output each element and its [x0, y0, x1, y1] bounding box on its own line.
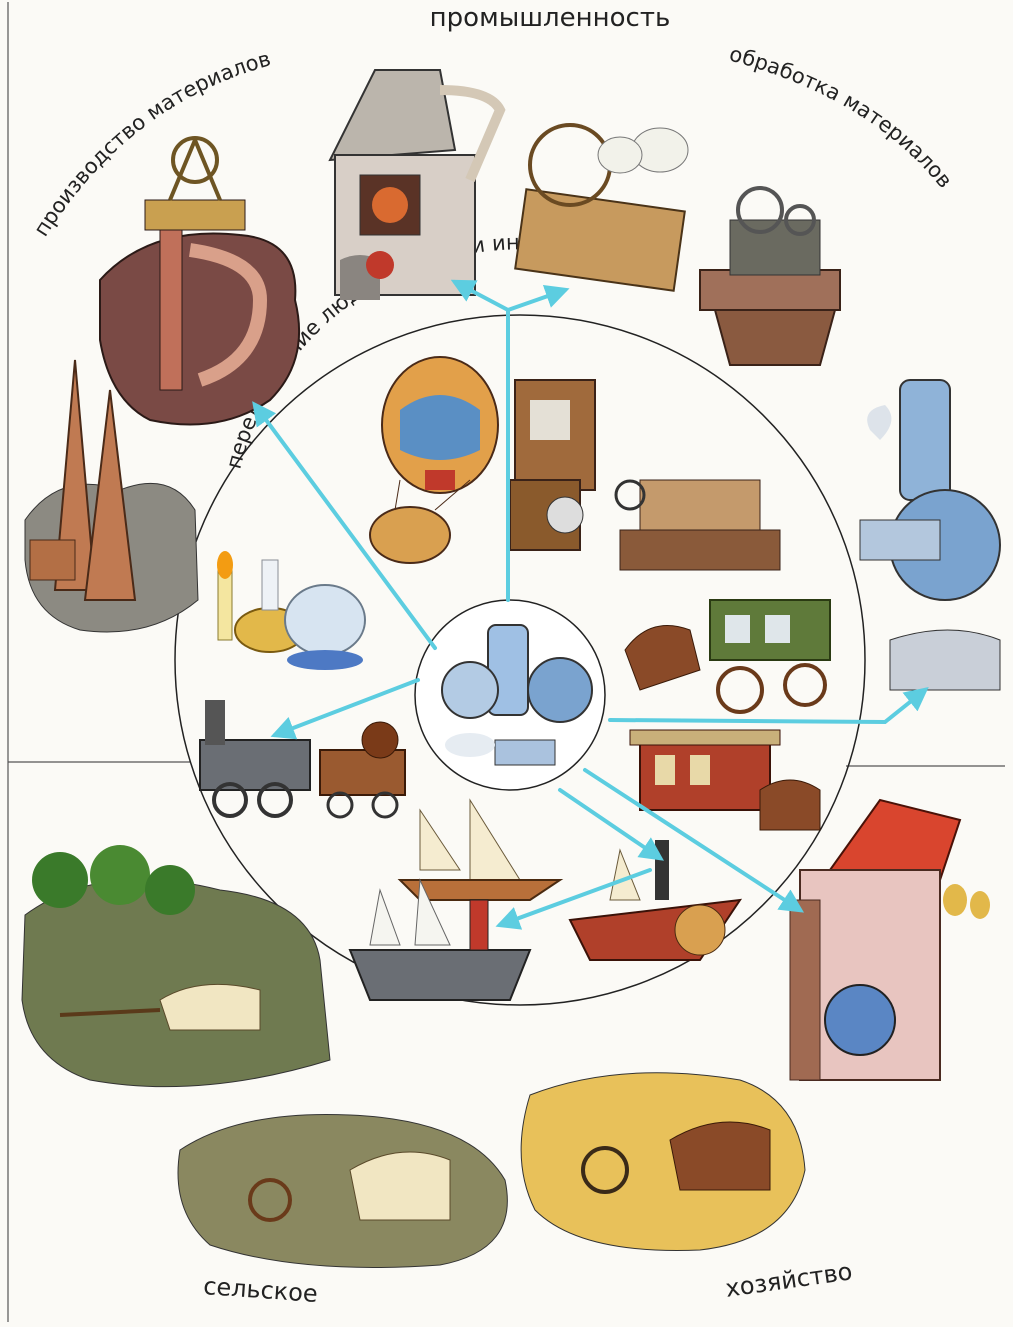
- machine-tool-illustration: [699, 186, 841, 366]
- agriculture-label-right: хозяйство: [724, 1257, 854, 1302]
- communication-devices-illustration: [509, 379, 781, 571]
- outer-circle: [174, 314, 866, 1006]
- steamship-illustration: [348, 878, 532, 1001]
- paddle-steamer-illustration: [568, 840, 743, 961]
- arrow-to-steamship: [495, 868, 652, 930]
- arrow-to-mine: [252, 401, 437, 650]
- spinning-machine-illustration: [514, 123, 689, 292]
- steam-locomotive-illustration: [199, 700, 406, 819]
- materials-processing-label: обработка материалов: [727, 42, 957, 193]
- central-steam-engine-illustration: [441, 624, 593, 766]
- sailing-ship-illustration: [397, 798, 564, 901]
- arrows: [252, 279, 929, 930]
- plowing-illustration: [21, 845, 331, 1088]
- horse-tram-illustration: [629, 729, 821, 831]
- agriculture-label-left: сельское: [202, 1272, 318, 1308]
- mill-building-illustration: [789, 798, 990, 1081]
- frame: [7, 2, 1005, 1322]
- lamps-illustration: [217, 551, 366, 670]
- hot-air-balloon-illustration: [369, 356, 499, 564]
- furnace-illustration: [328, 69, 506, 300]
- arrow-to-spinning: [506, 285, 570, 312]
- harvesting-illustration: [520, 1072, 806, 1251]
- arrow-to-furnace: [450, 279, 510, 312]
- stagecoach-illustration: [624, 599, 831, 714]
- arrow-to-mill: [583, 768, 805, 913]
- industry-heading: промышленность: [430, 3, 671, 33]
- arrow-to-locomotive: [270, 678, 420, 740]
- seeding-illustration: [177, 1113, 508, 1268]
- oil-derricks-illustration: [24, 359, 199, 633]
- arrow-to-steam-hammer: [608, 687, 929, 725]
- steam-hammer-illustration: [859, 379, 1001, 691]
- arrow-to-paddle-steamer: [558, 788, 664, 861]
- mine-illustration: [99, 136, 301, 426]
